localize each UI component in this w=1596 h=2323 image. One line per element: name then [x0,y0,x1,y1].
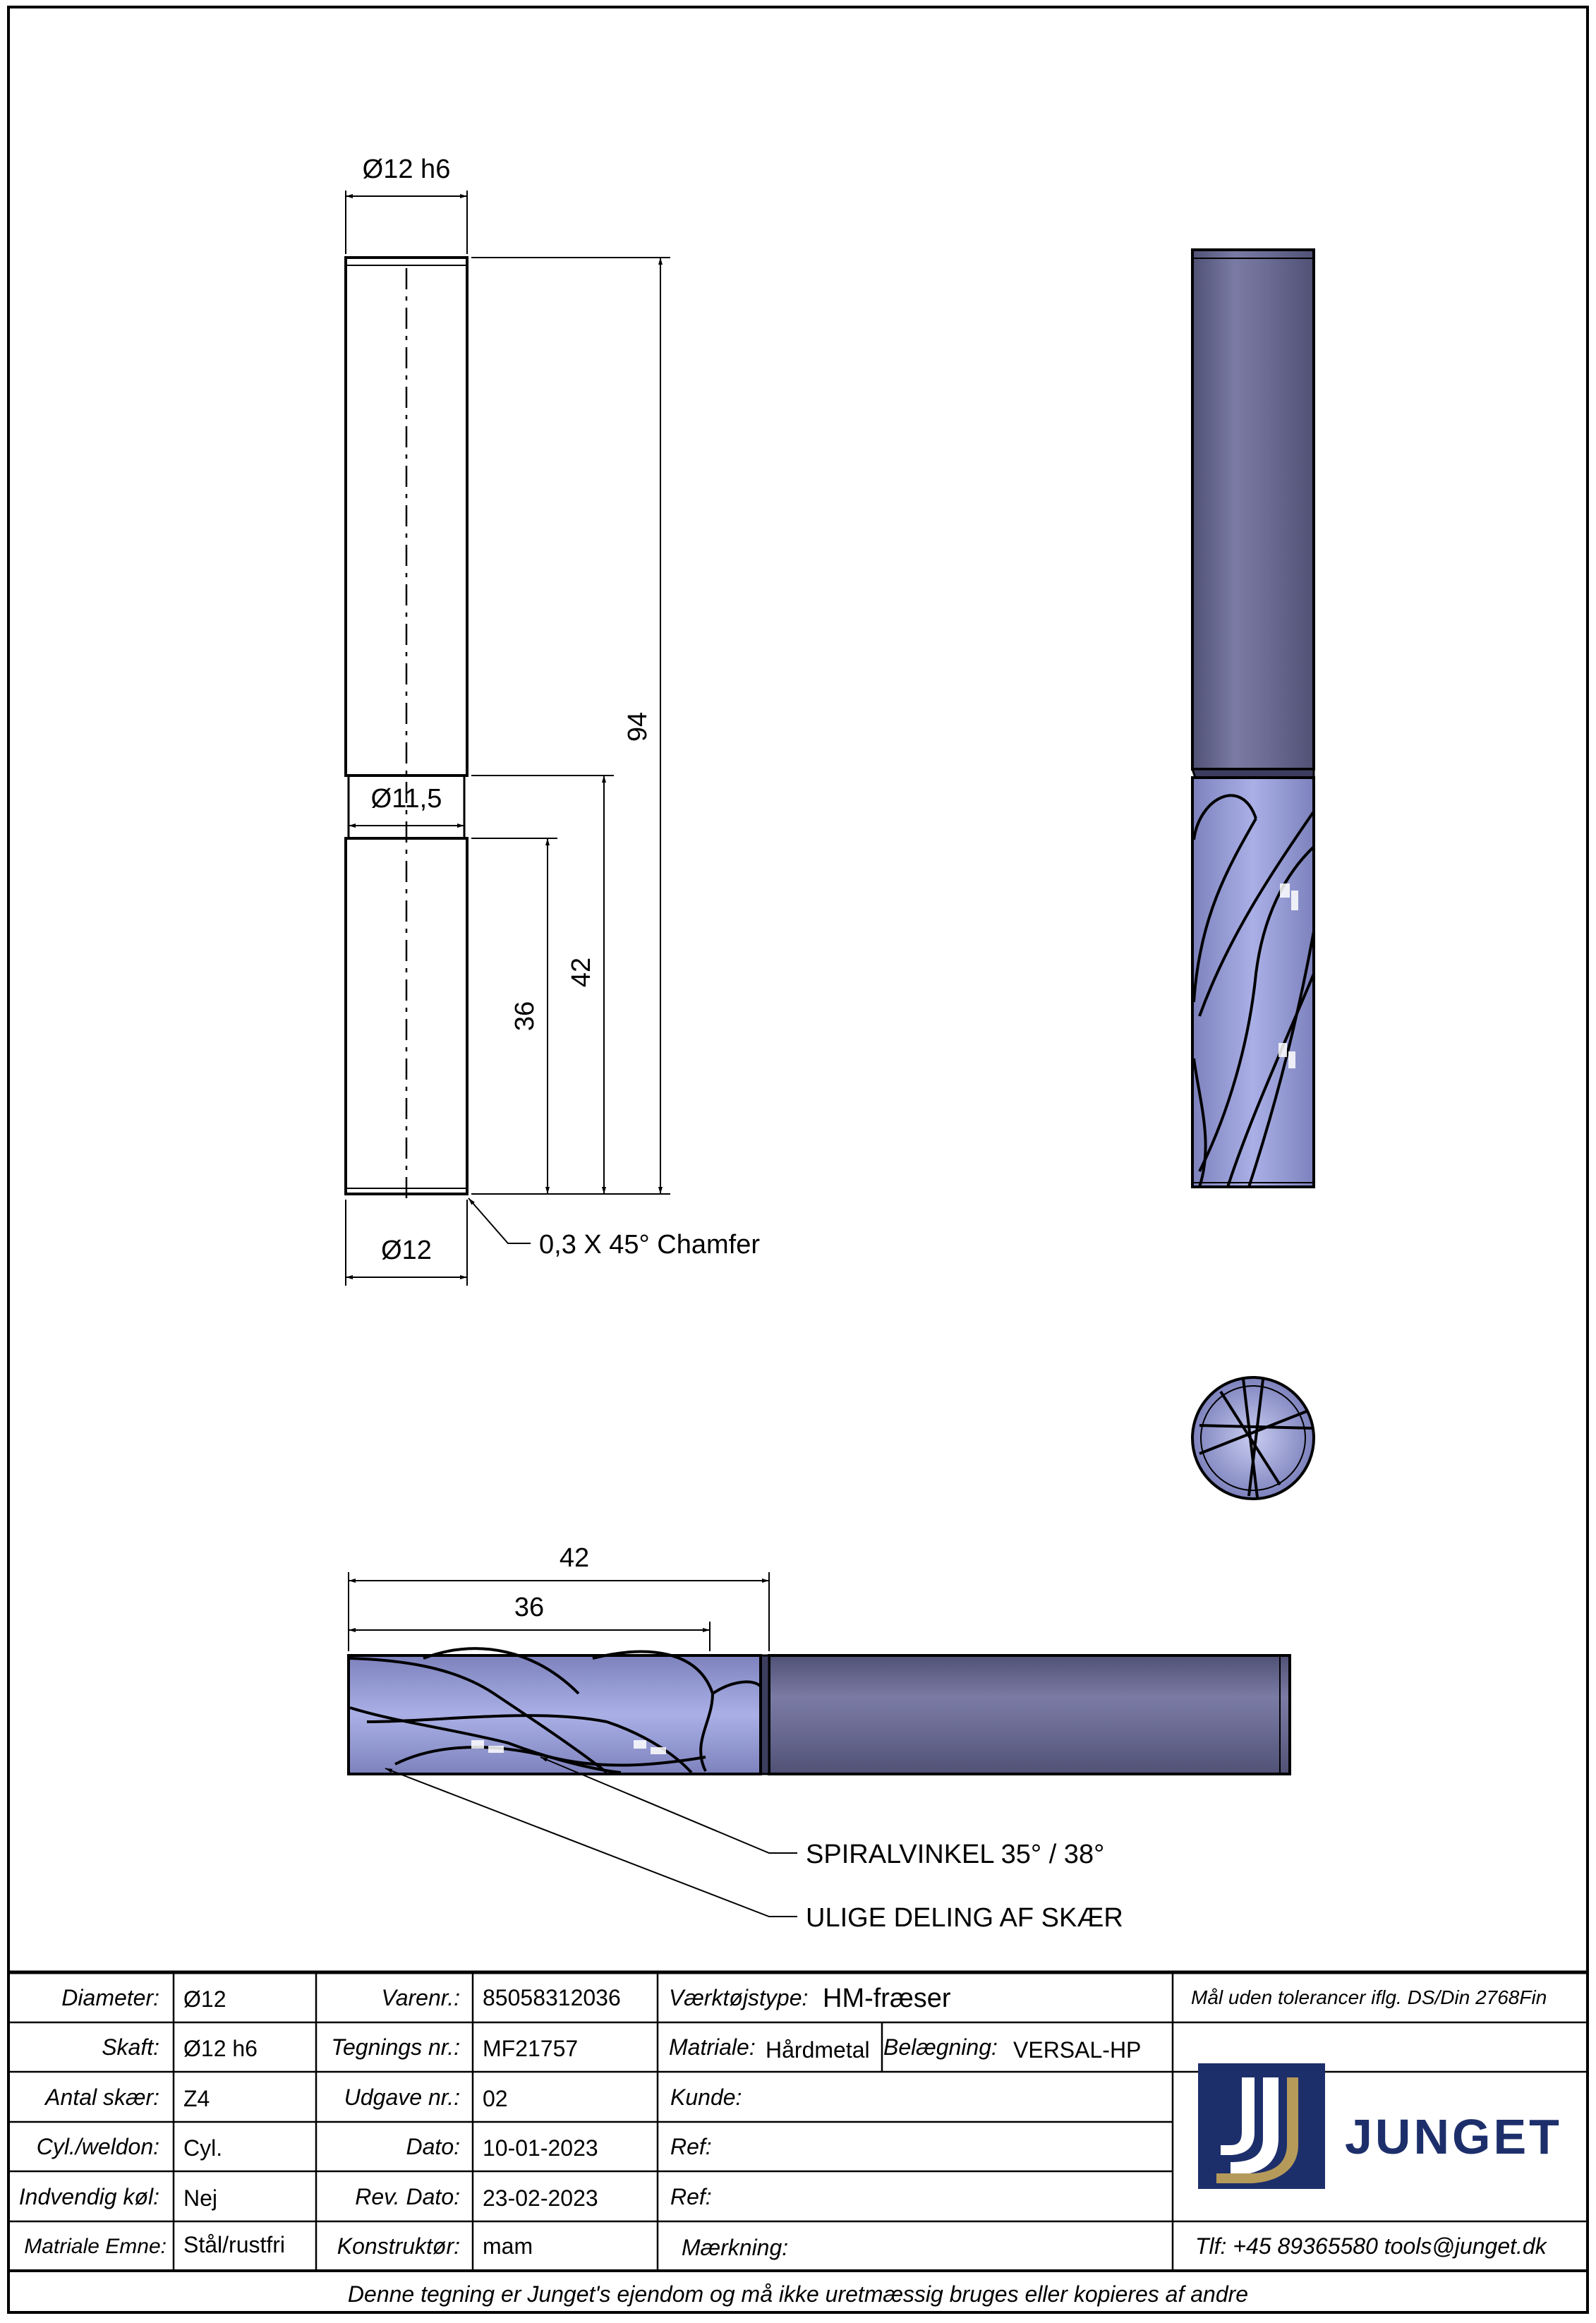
label-maerkning: Mærkning: [682,2235,788,2260]
title-block-labels: Diameter: Skaft: Antal skær: Cyl./weldon… [19,1985,998,2260]
tolerance-note: Mål uden tolerancer iflg. DS/Din 2768Fin [1191,1986,1547,2008]
value-varenr: 85058312036 [483,1985,621,2010]
tool-3d-horizontal [347,1647,1291,1775]
label-varenr: Varenr.: [382,1985,460,2010]
value-kol: Nej [183,2185,217,2211]
front-view [344,191,670,1286]
label-kol: Indvendig køl: [19,2184,159,2209]
value-antal: Z4 [183,2086,210,2111]
label-tegning: Tegnings nr.: [331,2034,460,2060]
value-emne: Stål/rustfri [183,2232,285,2257]
label-kunde: Kunde: [670,2084,742,2110]
value-belaegning: VERSAL-HP [1013,2037,1141,2063]
label-konstruktor: Konstruktør: [337,2233,460,2259]
value-revdato: 23-02-2023 [483,2185,598,2211]
value-skaft: Ø12 h6 [183,2036,258,2061]
label-cyl: Cyl./weldon: [37,2134,159,2159]
value-dato: 10-01-2023 [483,2135,598,2161]
value-konstruktor: mam [483,2233,533,2259]
flute-length-label: 36 [510,1001,540,1031]
label-revdato: Rev. Dato: [355,2184,460,2209]
front-view-labels: Ø12 h6 Ø11,5 Ø12 94 42 36 0,3 X 45° Cham… [363,155,761,1265]
label-antal: Antal skær: [44,2084,159,2110]
title-block-values: Ø12 Ø12 h6 Z4 Cyl. Nej Stål/rustfri 8505… [183,1984,1141,2259]
value-vaerktoj: HM-fræser [823,1984,951,2013]
side-view-labels: 42 36 SPIRALVINKEL 35° / 38° ULIGE DELIN… [514,1543,1123,1933]
cut-diameter-label: Ø12 [381,1236,432,1265]
value-matriale: Hårdmetal [766,2037,870,2063]
label-udgave: Udgave nr.: [344,2084,460,2110]
label-ref-1: Ref: [670,2134,712,2159]
label-vaerktoj: Værktøjstype: [669,1985,808,2010]
contact-info: Tlf: +45 89365580 tools@junget.dk [1195,2233,1548,2259]
side-flute-label: 36 [514,1593,544,1622]
overall-length-label: 94 [623,712,653,742]
company-name: JUNGET [1345,2109,1562,2164]
side-reach-label: 42 [560,1543,589,1573]
label-matriale: Matriale: [669,2034,756,2060]
sheet-border [7,6,1589,2314]
tool-3d-vertical [1190,248,1315,1188]
helix-angle-note: SPIRALVINKEL 35° / 38° [806,1840,1104,1869]
label-ref-2: Ref: [670,2184,712,2209]
value-cyl: Cyl. [183,2135,222,2161]
footer-disclaimer: Denne tegning er Junget's ejendom og må … [348,2281,1248,2307]
value-udgave: 02 [483,2086,508,2111]
label-diameter: Diameter: [61,1985,159,2010]
label-belaegning: Belægning: [883,2034,998,2060]
value-diameter: Ø12 [183,1986,226,2012]
label-dato: Dato: [406,2134,460,2159]
chamfer-note: 0,3 X 45° Chamfer [539,1230,760,1260]
label-skaft: Skaft: [102,2034,159,2060]
shank-diameter-label: Ø12 h6 [363,155,451,184]
neck-diameter-label: Ø11,5 [371,784,442,814]
tool-end-view [1191,1376,1315,1500]
side-view-dimensions [348,1572,797,1917]
unequal-pitch-note: ULIGE DELING AF SKÆR [806,1903,1123,1933]
logo-mark-icon [1198,2063,1325,2189]
reach-length-label: 42 [567,958,596,987]
junget-logo: JUNGET [1198,2063,1562,2189]
label-emne: Matriale Emne: [24,2235,167,2258]
shank-outline [344,256,468,777]
value-tegning: MF21757 [483,2036,578,2061]
